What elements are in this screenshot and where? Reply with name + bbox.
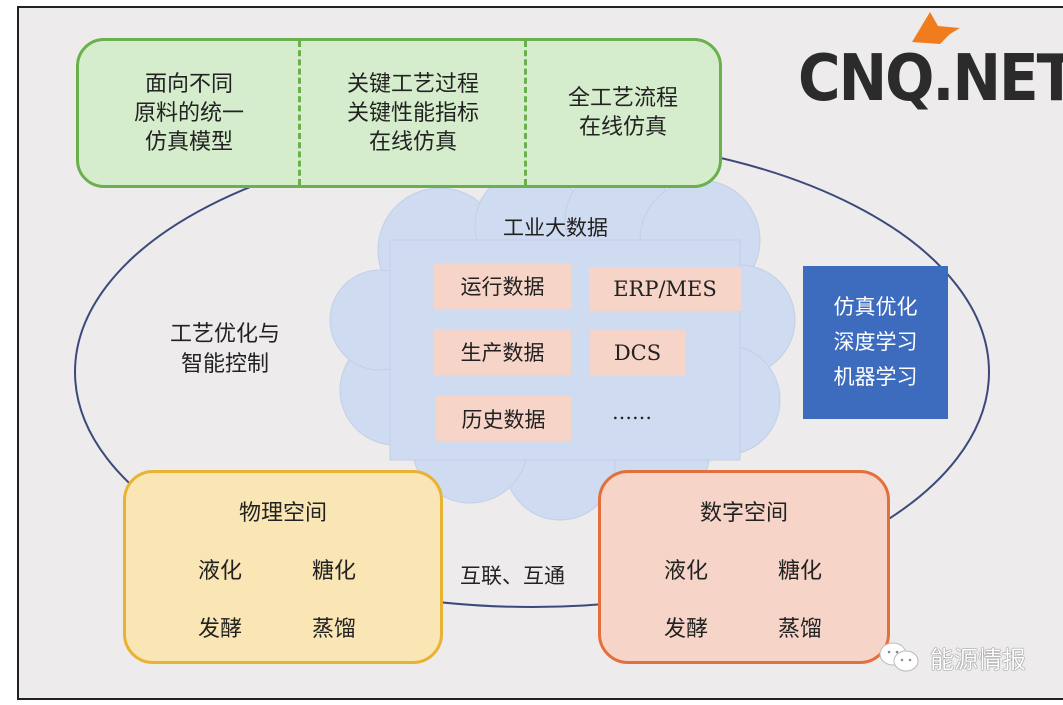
tag-erp-mes: ERP/MES: [589, 267, 741, 311]
text-line: 仿真模型: [144, 129, 233, 155]
physical-space-title: 物理空间: [238, 501, 327, 526]
digital-space-title: 数字空间: [699, 501, 788, 526]
link-label: 互联、互通: [460, 564, 565, 588]
full-process-cell: 全工艺流程 在线仿真: [527, 41, 719, 185]
text-line: 工艺优化与: [169, 322, 280, 347]
text-line: 全工艺流程: [567, 86, 678, 111]
process-item: 发酵: [664, 617, 709, 642]
text-line: 关键工艺过程: [346, 71, 479, 97]
cloud-title: 工业大数据: [503, 216, 608, 240]
tag-operation-data: 运行数据: [434, 263, 571, 309]
tag-history-data: 历史数据: [436, 396, 571, 441]
more-ellipsis: ……: [612, 400, 652, 424]
text-line: 原料的统一: [133, 100, 244, 126]
methods-box: 仿真优化 深度学习 机器学习: [803, 266, 948, 419]
tag-dcs: DCS: [590, 330, 685, 376]
text-line: 关键性能指标: [346, 100, 479, 126]
physical-space-box: 物理空间 液化 糖化 发酵 蒸馏: [123, 470, 443, 664]
tag-production-data: 生产数据: [434, 329, 571, 375]
process-item: 糖化: [312, 559, 357, 584]
cycle-label: 工艺优化与 智能控制: [160, 320, 290, 380]
simulation-goals-box: 面向不同 原料的统一 仿真模型 关键工艺过程 关键性能指标 在线仿真 全工艺流程…: [76, 38, 722, 188]
text-line: 在线仿真: [578, 115, 667, 140]
text-line: 仿真优化: [833, 295, 918, 319]
process-item: 蒸馏: [312, 617, 357, 642]
text-line: 深度学习: [833, 330, 918, 354]
text-line: 面向不同: [144, 71, 233, 97]
unified-model-cell: 面向不同 原料的统一 仿真模型: [79, 41, 299, 185]
wechat-icon: [878, 640, 922, 678]
digital-space-box: 数字空间 液化 糖化 发酵 蒸馏: [598, 470, 890, 664]
logo-text: CNQ.NET: [798, 40, 1063, 116]
text-line: 在线仿真: [368, 129, 457, 155]
process-item: 液化: [664, 559, 709, 584]
text-line: 智能控制: [180, 352, 269, 377]
process-item: 液化: [198, 559, 243, 584]
divider: [298, 41, 301, 185]
process-item: 糖化: [778, 559, 823, 584]
text-line: 机器学习: [833, 365, 918, 389]
process-item: 蒸馏: [778, 617, 823, 642]
process-item: 发酵: [198, 617, 243, 642]
key-process-cell: 关键工艺过程 关键性能指标 在线仿真: [301, 41, 525, 185]
watermark-text: 能源情报: [930, 646, 1026, 674]
divider: [524, 41, 527, 185]
logo-bird-icon: [910, 8, 970, 50]
